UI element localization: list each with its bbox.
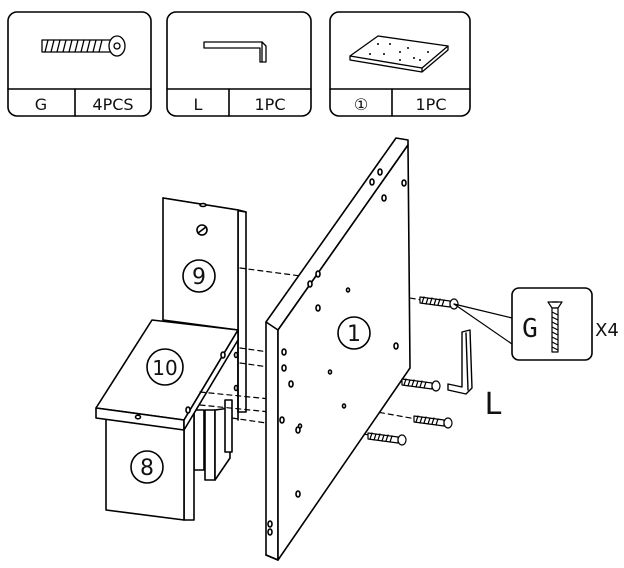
parts-box-panel: ① 1PC [329,11,471,117]
svg-text:9: 9 [192,265,206,290]
screw-icon [413,415,453,429]
screws [367,296,459,446]
parts-code-panel: ① [354,95,368,114]
screw-icon [401,378,441,392]
parts-box-g: G 4PCS [7,11,152,117]
panel-label-8: 8 [130,450,164,484]
screw-callout: G [453,287,593,361]
allen-key-icon [203,41,267,63]
parts-qty-panel: 1PC [416,95,447,114]
allen-key-icon [447,329,473,395]
panel-label-1: 1 [337,316,371,350]
panel-icon [349,35,449,73]
svg-text:1: 1 [347,322,361,347]
svg-text:10: 10 [152,356,177,380]
parts-box-l: L 1PC [166,11,312,117]
parts-qty-l: 1PC [255,95,286,114]
support-legs [183,399,233,521]
allen-key-label: L [485,387,502,422]
panel-label-10: 10 [146,348,184,386]
screw-icon [419,296,459,310]
callout-code: G [522,314,538,344]
panel-label-9: 9 [182,259,216,293]
screw-icon [41,35,126,57]
panel-1-holes [267,168,407,536]
panel-1 [265,137,411,561]
parts-code-g: G [35,95,47,114]
screw-icon [547,301,563,353]
parts-code-l: L [194,95,203,114]
parts-qty-g: 4PCS [92,95,133,114]
callout-multiplier: X4 [595,320,619,341]
screw-icon [367,432,407,446]
svg-text:8: 8 [140,456,154,481]
